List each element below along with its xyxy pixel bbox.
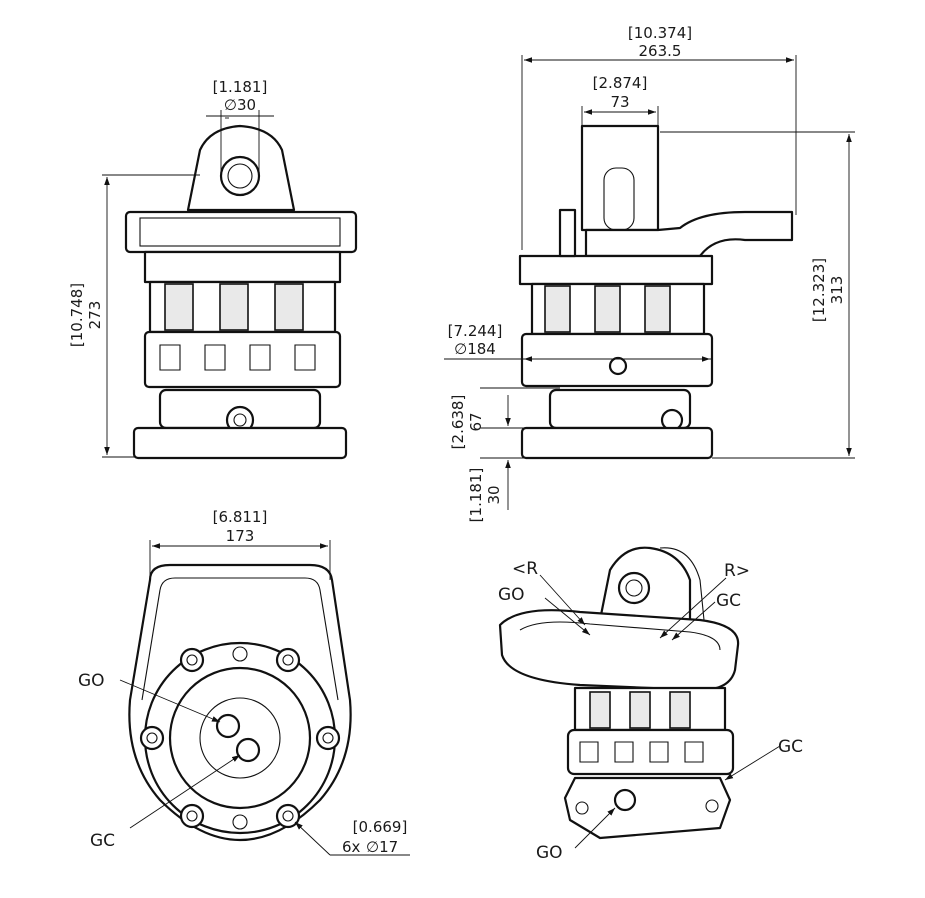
dim-lug-mm: 73 bbox=[610, 93, 629, 111]
dim-width-in: [10.374] bbox=[628, 24, 692, 42]
dim-height-in: [10.748] bbox=[68, 283, 86, 347]
label-r-right: R> bbox=[724, 561, 750, 581]
label-r-left: <R bbox=[512, 559, 538, 579]
label-go-bottom: GO bbox=[78, 671, 105, 691]
dim-flange-in: [1.181] bbox=[467, 468, 485, 523]
label-go-iso-top: GO bbox=[498, 585, 525, 605]
label-gc-iso-top: GC bbox=[716, 591, 741, 611]
dim-lug-in: [2.874] bbox=[593, 74, 648, 92]
dim-hole-dia-mm: ∅17 bbox=[366, 838, 398, 856]
dim-total-height-mm: 313 bbox=[828, 276, 846, 305]
iso-view bbox=[498, 546, 781, 849]
label-gc-bottom: GC bbox=[90, 831, 115, 851]
label-gc-iso-bottom: GC bbox=[778, 737, 803, 757]
dim-width-mm: 263.5 bbox=[639, 42, 682, 60]
dim-bottom-width-in: [6.811] bbox=[213, 508, 268, 526]
bottom-view bbox=[119, 540, 410, 856]
side-view bbox=[444, 55, 855, 510]
front-view bbox=[102, 110, 358, 460]
dim-base-h-in: [2.638] bbox=[449, 395, 467, 450]
dim-body-dia-mm: ∅184 bbox=[454, 340, 496, 358]
dim-flange-mm: 30 bbox=[485, 485, 503, 504]
dim-pin-dia-in: [1.181] bbox=[213, 78, 268, 96]
dim-pin-dia-mm: ∅30 bbox=[224, 96, 256, 114]
label-go-iso-bottom: GO bbox=[536, 843, 563, 863]
dim-total-height-in: [12.323] bbox=[810, 258, 828, 322]
dim-height-mm: 273 bbox=[86, 301, 104, 330]
dim-bottom-width-mm: 173 bbox=[226, 527, 255, 545]
dim-body-dia-in: [7.244] bbox=[448, 322, 503, 340]
dim-base-h-mm: 67 bbox=[467, 412, 485, 431]
dim-hole-dia-in: [0.669] bbox=[353, 818, 408, 836]
dim-hole-count: 6x bbox=[342, 838, 361, 856]
